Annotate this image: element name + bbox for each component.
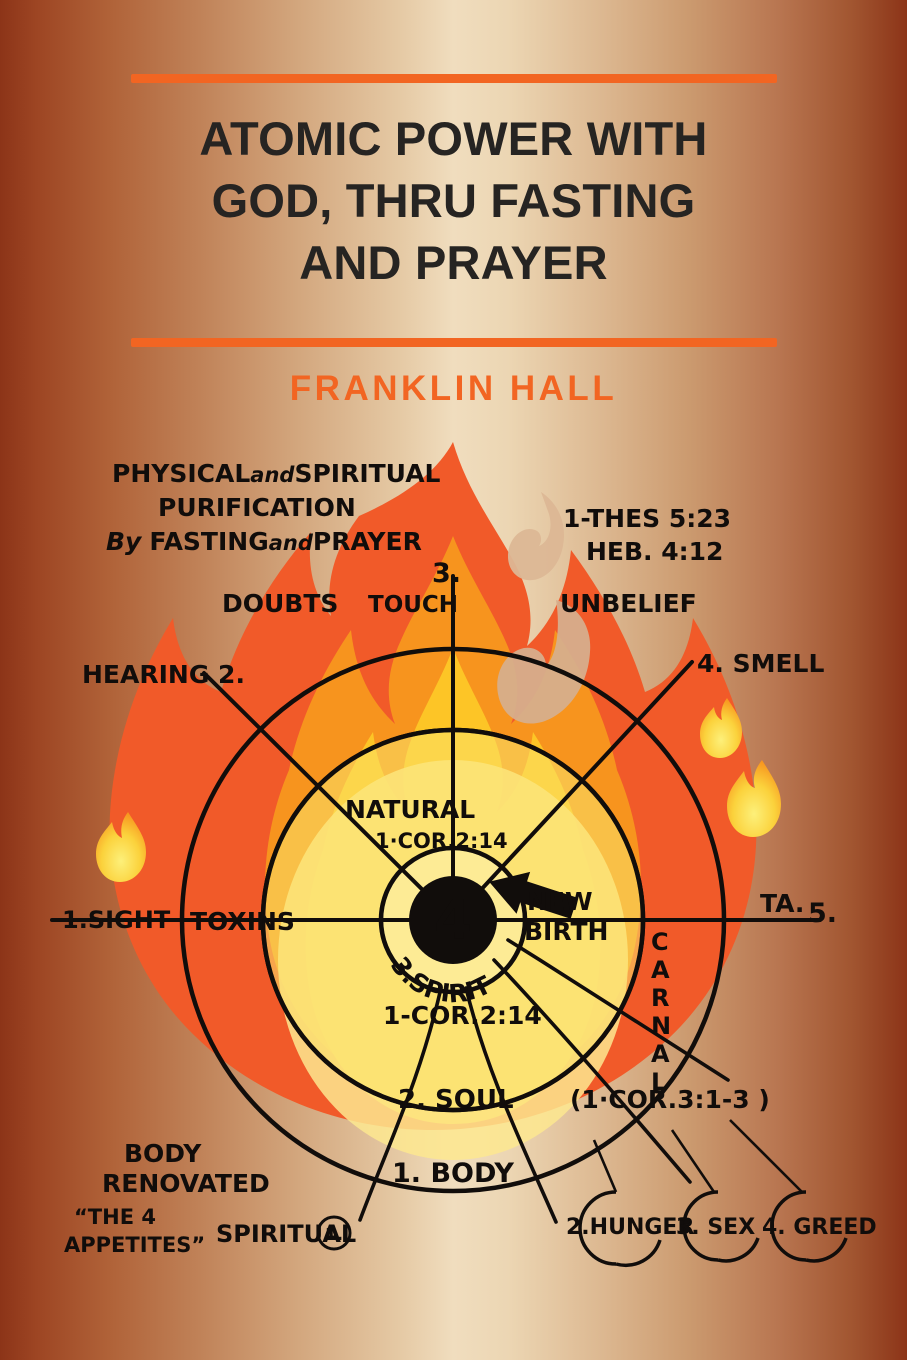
sector-line-2 bbox=[464, 986, 558, 1224]
flame-notch bbox=[507, 492, 565, 581]
svg-text:A: A bbox=[651, 1040, 670, 1068]
label-appetites-quote-1: “THE 4 bbox=[74, 1205, 156, 1229]
label-unbelief: UNBELIEF bbox=[560, 589, 697, 618]
label-appetite-sex: 3. SEX bbox=[676, 1215, 755, 1240]
label-appetite-hunger: 2.HUNGER bbox=[566, 1215, 694, 1240]
title-line-2: GOD, THRU FASTING bbox=[211, 174, 696, 227]
author-name: FRANKLIN HALL bbox=[289, 369, 618, 408]
label-doubts: DOUBTS bbox=[222, 589, 338, 618]
heading-line-1: PHYSICALandSPIRITUAL bbox=[112, 459, 441, 488]
bubble-greed bbox=[770, 1190, 807, 1262]
label-body: 1. BODY bbox=[392, 1158, 514, 1189]
label-sense-sight: 1.SIGHT bbox=[62, 906, 171, 934]
scripture-1-thes: 1-THES 5:23 bbox=[563, 504, 731, 533]
floating-flame-right-upper bbox=[700, 698, 742, 758]
svg-text:A: A bbox=[651, 956, 670, 984]
appetite-bubbles bbox=[578, 1190, 848, 1268]
label-spiritual-tag-number: 1. bbox=[325, 1225, 343, 1245]
flame-notch-2 bbox=[497, 600, 591, 724]
svg-text:L: L bbox=[651, 1068, 666, 1096]
sector-line-4 bbox=[506, 938, 730, 1082]
top-rule bbox=[131, 74, 777, 83]
spoke-smell bbox=[451, 660, 694, 922]
label-carnal-ref: (1·COR.3:1-3 ) bbox=[570, 1085, 770, 1114]
svg-text:N: N bbox=[651, 1012, 671, 1040]
bubble-hunger bbox=[578, 1190, 617, 1266]
label-appetites-quote-2: APPETITES” bbox=[64, 1233, 205, 1257]
label-sense-touch: TOUCH bbox=[368, 592, 458, 618]
label-body-renovated-2: RENOVATED bbox=[102, 1169, 270, 1198]
title-line-3: AND PRAYER bbox=[299, 236, 608, 289]
label-sense-smell: 4. SMELL bbox=[697, 649, 824, 678]
label-appetite-greed: 4. GREED bbox=[762, 1215, 877, 1240]
floating-flame-right-lower bbox=[727, 760, 781, 837]
spoke-hearing bbox=[202, 671, 455, 922]
bubble-sex bbox=[682, 1190, 719, 1262]
label-new-birth-line1: NEW bbox=[527, 887, 593, 916]
label-soul: 2. SOUL bbox=[398, 1085, 514, 1115]
bubble-greed-2 bbox=[805, 1237, 848, 1263]
svg-text:R: R bbox=[651, 984, 669, 1012]
label-sense-taste-number: 5. bbox=[808, 898, 837, 929]
appetite-leader-lines bbox=[592, 1119, 803, 1193]
label-toxins: TOXINS bbox=[190, 907, 295, 936]
label-sense-hearing: HEARING 2. bbox=[82, 660, 245, 689]
label-sense-taste: TA. bbox=[760, 889, 804, 918]
bubble-sex-2 bbox=[717, 1237, 760, 1263]
floating-flames bbox=[96, 698, 781, 882]
svg-text:C: C bbox=[651, 928, 669, 956]
new-birth-arrow bbox=[489, 871, 578, 919]
heading-line-2: PURIFICATION bbox=[158, 493, 356, 522]
center-marker-group: 4 bbox=[409, 871, 578, 964]
label-carnal: C A R N A L bbox=[651, 928, 671, 1096]
floating-flame-left bbox=[96, 812, 146, 882]
center-disc bbox=[409, 876, 497, 964]
sector-line-3 bbox=[492, 958, 692, 1184]
label-body-renovated-1: BODY bbox=[124, 1139, 202, 1168]
page-title: ATOMIC POWER WITH GOD, THRU FASTING AND … bbox=[60, 108, 847, 294]
label-spiritual-tag: SPIRITUAL bbox=[216, 1220, 356, 1248]
lower-sector-lines bbox=[358, 938, 730, 1224]
label-sense-touch-number: 3. bbox=[432, 558, 461, 589]
title-line-1: ATOMIC POWER WITH bbox=[199, 112, 708, 165]
sector-line-1 bbox=[358, 986, 443, 1222]
center-marker-label: 4 bbox=[434, 889, 472, 952]
label-natural-ref: 1·COR.2:14 bbox=[375, 829, 508, 853]
label-natural: NATURAL bbox=[345, 795, 475, 824]
scripture-heb: HEB. 4:12 bbox=[586, 537, 723, 566]
bottom-rule bbox=[131, 338, 777, 347]
label-spirit-ref: 1-COR.2:14 bbox=[383, 1001, 542, 1030]
spiritual-tag-circle bbox=[316, 1215, 352, 1251]
bubble-hunger-2 bbox=[615, 1239, 662, 1268]
label-new-birth-line2: BIRTH bbox=[524, 917, 608, 946]
